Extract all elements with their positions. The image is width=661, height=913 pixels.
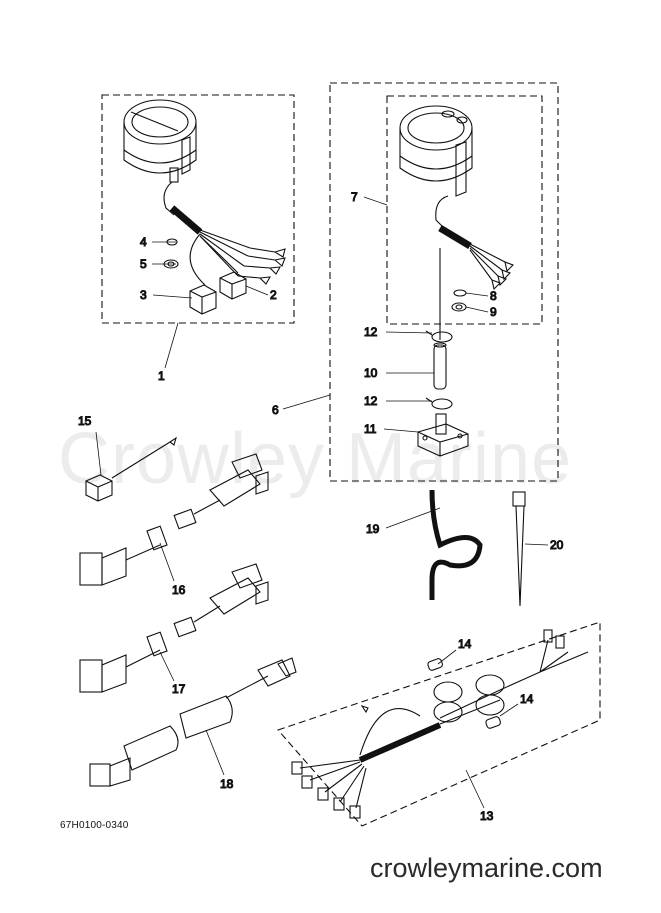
- callout-4: 4: [140, 235, 147, 249]
- group-box-6: [329, 82, 559, 482]
- depth-gauge[interactable]: [399, 105, 473, 197]
- callout-14-upper: 14: [458, 637, 472, 651]
- callout-6: 6: [272, 403, 279, 417]
- hose-19[interactable]: [429, 489, 483, 600]
- harness-18[interactable]: [89, 657, 297, 787]
- callout-2: 2: [270, 288, 277, 302]
- callout-17: 17: [172, 682, 186, 696]
- group-box-1: [101, 94, 295, 324]
- site-link[interactable]: crowleymarine.com: [370, 853, 603, 883]
- callout-13: 13: [480, 809, 494, 823]
- main-harness-13[interactable]: [291, 629, 589, 819]
- connector-14a[interactable]: [427, 658, 443, 671]
- callout-3: 3: [140, 288, 147, 302]
- leader-lines: [95, 196, 549, 809]
- sensor-lead-harness-7[interactable]: [435, 195, 514, 340]
- callout-7: 7: [351, 190, 358, 204]
- part-code: 67H0100-0340: [60, 820, 129, 831]
- speedometer-gauge[interactable]: [123, 99, 197, 183]
- sensor-lead-harness-1[interactable]: [163, 181, 286, 286]
- callout-15: 15: [78, 414, 92, 428]
- callout-16: 16: [172, 583, 186, 597]
- extension-harness-16[interactable]: [79, 453, 269, 586]
- callout-5: 5: [140, 257, 147, 271]
- connector-3[interactable]: [189, 284, 217, 315]
- extension-harness-17[interactable]: [79, 563, 269, 693]
- callout-1: 1: [158, 369, 165, 383]
- hose-clamp-12b[interactable]: [425, 397, 453, 410]
- connector-2[interactable]: [219, 271, 247, 300]
- cable-tie-20[interactable]: [512, 491, 526, 607]
- callout-8: 8: [490, 289, 497, 303]
- hose-10[interactable]: [433, 342, 447, 390]
- group-box-7: [386, 95, 543, 325]
- pitot-fitting-11[interactable]: [417, 413, 469, 457]
- callout-12-lower: 12: [364, 394, 378, 408]
- callout-10: 10: [364, 366, 378, 380]
- callout-9: 9: [490, 305, 497, 319]
- callout-19: 19: [366, 522, 380, 536]
- washer-8[interactable]: [453, 289, 467, 297]
- callout-18: 18: [220, 777, 234, 791]
- connector-15[interactable]: [85, 436, 177, 502]
- group-box-13: [277, 621, 601, 827]
- callout-20: 20: [550, 538, 564, 552]
- callout-11: 11: [364, 422, 377, 436]
- callout-14-lower: 14: [520, 692, 534, 706]
- nut-9[interactable]: [451, 302, 467, 312]
- connector-14b[interactable]: [485, 716, 501, 729]
- callout-12-upper: 12: [364, 325, 378, 339]
